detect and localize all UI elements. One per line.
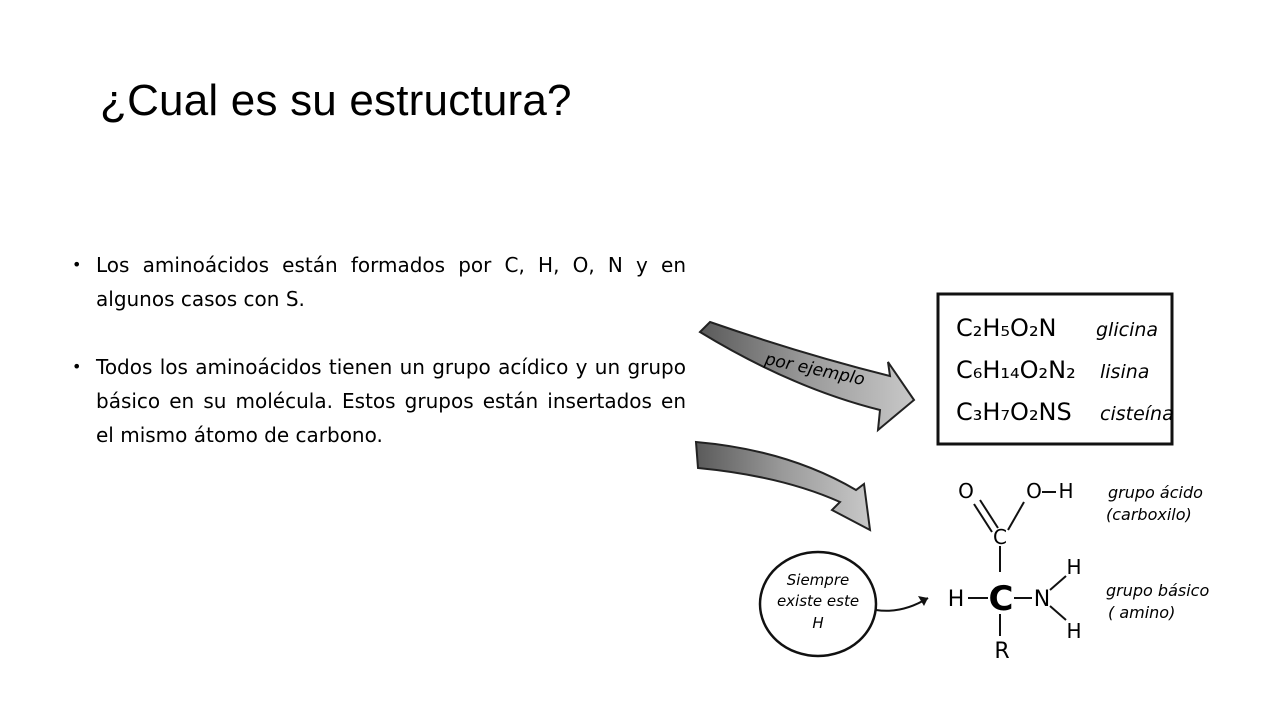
atom-nitrogen: N: [1034, 587, 1050, 612]
formula-cisteina: C₃H₇O₂NS: [956, 398, 1072, 426]
bullet-dot-icon: •: [72, 357, 82, 376]
atom-hydrogen: H: [1066, 555, 1081, 579]
formula-lisina: C₆H₁₄O₂N₂: [956, 356, 1076, 384]
name-cisteina: cisteína: [1100, 403, 1174, 425]
upper-arrow-icon: [698, 320, 916, 433]
bullet-item: • Los aminoácidos están formados por C, …: [70, 248, 686, 316]
bubble-line: H: [812, 614, 823, 632]
group-basic-label: ( amino): [1108, 603, 1175, 622]
group-acid-label: (carboxilo): [1106, 505, 1192, 524]
atom-hydrogen: H: [948, 587, 965, 612]
atom-carbon-alpha: C: [989, 579, 1014, 619]
formula-box: [936, 292, 1174, 446]
bubble-pointer-arrow-icon: [875, 596, 929, 612]
bubble-ellipse: [758, 550, 878, 658]
atom-oxygen: O: [958, 479, 974, 503]
bullet-list: • Los aminoácidos están formados por C, …: [70, 248, 686, 486]
atom-oxygen: O: [1026, 479, 1042, 503]
lower-arrow-icon: [694, 440, 872, 532]
bubble-line: existe este: [777, 592, 859, 610]
amino-acid-illustration: por ejemplo C₂H₅O₂N glicina C₆H₁₄O₂N₂ li…: [694, 292, 1209, 664]
name-glicina: glicina: [1096, 319, 1158, 341]
formula-glicina: C₂H₅O₂N: [956, 314, 1057, 342]
atom-hydrogen: H: [1058, 479, 1073, 503]
molecule-bonds: [968, 491, 1067, 636]
atom-carbon: C: [993, 525, 1007, 549]
group-acid-label: grupo ácido: [1108, 483, 1203, 502]
bullet-text: Todos los aminoácidos tienen un grupo ac…: [96, 355, 686, 447]
atom-r-group: R: [994, 639, 1009, 664]
bullet-item: • Todos los aminoácidos tienen un grupo …: [70, 350, 686, 452]
bubble-line: Siempre: [787, 571, 849, 589]
name-lisina: lisina: [1100, 361, 1149, 383]
group-basic-label: grupo básico: [1106, 581, 1209, 600]
bullet-text: Los aminoácidos están formados por C, H,…: [96, 253, 686, 311]
atom-hydrogen: H: [1066, 619, 1081, 643]
bullet-dot-icon: •: [72, 255, 82, 274]
slide-title: ¿Cual es su estructura?: [100, 76, 572, 125]
